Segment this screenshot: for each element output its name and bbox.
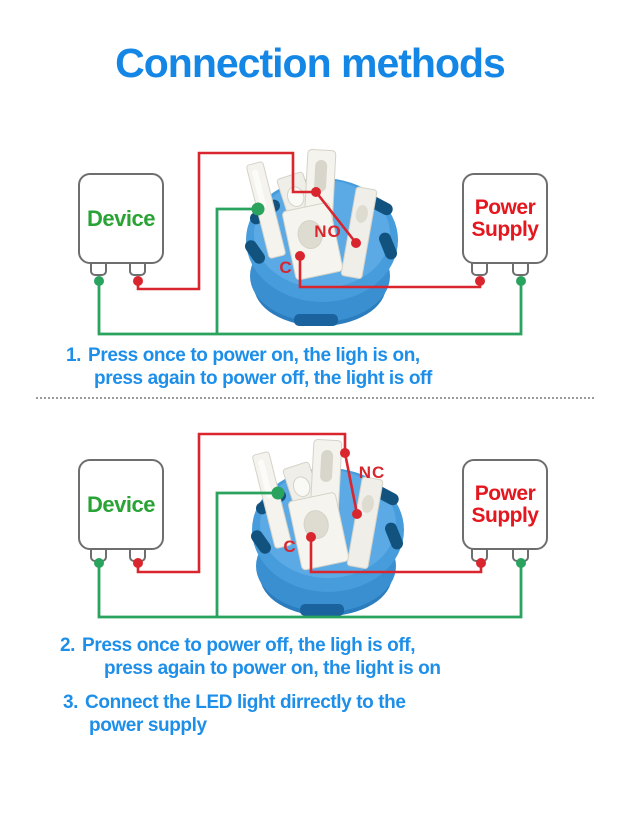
instruction-3: 3. Connect the LED light dirrectly to the… xyxy=(63,691,406,737)
green-wire-device-to-power xyxy=(97,281,523,336)
terminal-label-c: C xyxy=(279,258,292,277)
red-wire-device-to-switch xyxy=(136,432,347,574)
push-button-switch xyxy=(242,148,400,327)
dotted-divider xyxy=(36,397,594,399)
green-wire-device-to-power xyxy=(97,563,523,619)
red-wire-nc-jumper xyxy=(343,452,359,515)
device-box: Device xyxy=(78,173,164,264)
device-label: Device xyxy=(87,205,155,231)
terminal-label-nc: NC xyxy=(359,463,386,482)
instruction-3-line1: 3. Connect the LED light dirrectly to the xyxy=(63,691,406,714)
instruction-text: Connect the LED light dirrectly to the xyxy=(85,692,406,713)
power-supply-box: Power Supply xyxy=(462,173,548,264)
power-supply-label: Power Supply xyxy=(471,195,539,241)
connection-dot xyxy=(271,486,285,500)
instruction-text: Press once to power on, the ligh is on, xyxy=(88,345,420,366)
power-label-line2: Supply xyxy=(471,217,539,241)
red-wire-c-to-power xyxy=(309,537,483,574)
green-wire-switch-branch xyxy=(215,491,278,617)
power-label-line1: Power xyxy=(474,195,536,219)
connection-dot xyxy=(133,276,143,286)
instruction-number: 2. xyxy=(60,635,76,656)
diagram-nc-wiring: Device Power Supply xyxy=(0,425,620,625)
push-button-switch xyxy=(248,438,406,617)
instruction-1-line2: press again to power off, the light is o… xyxy=(94,368,432,389)
terminal-label-c: C xyxy=(283,537,296,556)
instruction-3-line2: power supply xyxy=(89,715,207,736)
terminal-label-no: NO xyxy=(314,222,342,241)
connection-dot xyxy=(295,251,305,261)
connection-dot xyxy=(475,276,485,286)
device-box: Device xyxy=(78,459,164,550)
instruction-number: 3. xyxy=(63,692,79,713)
device-label: Device xyxy=(87,491,155,517)
connection-dot xyxy=(340,448,350,458)
instruction-1: 1. Press once to power on, the ligh is on… xyxy=(66,344,432,390)
connection-dot xyxy=(251,202,265,216)
red-wire-device-to-switch xyxy=(136,151,316,291)
power-supply-box: Power Supply xyxy=(462,459,548,550)
power-label-line1: Power xyxy=(474,481,536,505)
instruction-2: 2. Press once to power off, the ligh is o… xyxy=(60,634,441,680)
instruction-number: 1. xyxy=(66,345,82,366)
connection-dot xyxy=(352,509,362,519)
connection-dot xyxy=(306,532,316,542)
instruction-2-line1: 2. Press once to power off, the ligh is o… xyxy=(60,634,441,657)
red-wire-no-jumper xyxy=(314,191,358,244)
green-wire-switch-branch xyxy=(215,207,258,334)
diagram-no-wiring: Device Power Supply xyxy=(0,140,620,345)
page-title: Connection methods xyxy=(115,40,506,86)
power-label-line2: Supply xyxy=(471,503,539,527)
power-supply-label: Power Supply xyxy=(471,481,539,527)
instruction-text: Press once to power off, the ligh is off… xyxy=(82,635,416,656)
instruction-1-line1: 1. Press once to power on, the ligh is on… xyxy=(66,344,432,367)
connection-dot xyxy=(94,276,104,286)
red-wire-c-to-power xyxy=(298,256,482,289)
connection-dot xyxy=(311,187,321,197)
connection-dot xyxy=(516,276,526,286)
instruction-2-line2: press again to power on, the light is on xyxy=(104,658,441,679)
connection-dot xyxy=(351,238,361,248)
